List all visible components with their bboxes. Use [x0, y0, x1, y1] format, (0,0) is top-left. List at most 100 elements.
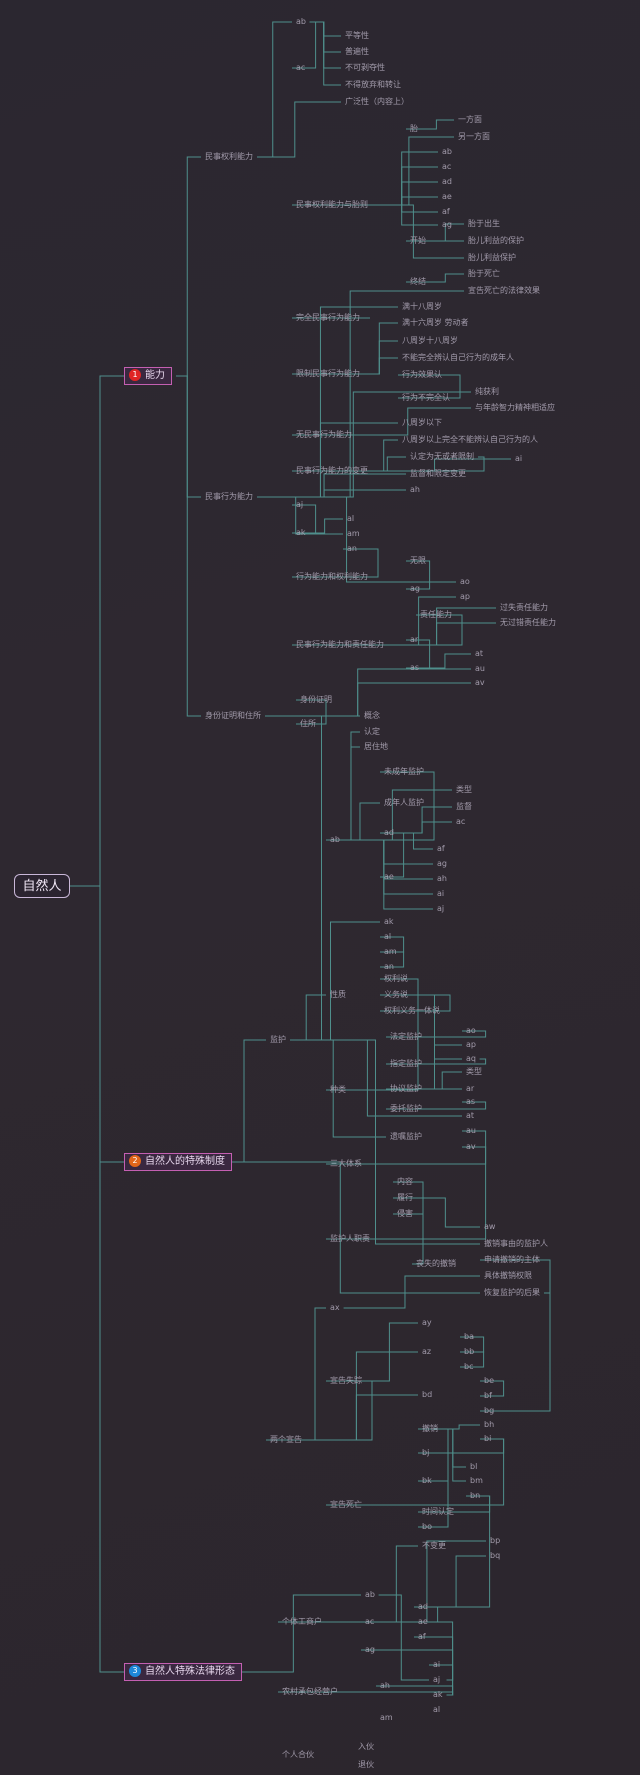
mind-map-node[interactable]: 满十八周岁: [402, 302, 442, 311]
mind-map-node[interactable]: ab: [365, 1590, 375, 1599]
mind-map-node[interactable]: 身份证明和住所: [205, 711, 261, 720]
mind-map-node[interactable]: bl: [470, 1462, 478, 1471]
mind-map-node[interactable]: ag: [410, 584, 420, 593]
mind-map-node[interactable]: ae: [384, 872, 394, 881]
mind-map-node[interactable]: 性质: [330, 990, 346, 999]
mind-map-node[interactable]: 不能完全辨认自己行为的成年人: [402, 353, 514, 362]
mind-map-node[interactable]: bd: [422, 1390, 433, 1399]
mind-map-node[interactable]: 八周岁以上完全不能辨认自己行为的人: [402, 435, 538, 444]
mind-map-node[interactable]: ax: [330, 1303, 340, 1312]
mind-map-node[interactable]: 无民事行为能力: [296, 430, 352, 439]
mind-map-node[interactable]: 胎儿利益的保护: [468, 236, 524, 245]
mind-map-node[interactable]: ad: [418, 1602, 428, 1611]
mind-map-node[interactable]: bg: [484, 1406, 495, 1415]
mind-map-node[interactable]: 内容: [397, 1177, 413, 1186]
root-node[interactable]: 自然人: [14, 874, 70, 898]
mind-map-node[interactable]: 不得放弃和转让: [345, 80, 401, 89]
mind-map-node[interactable]: bf: [484, 1391, 492, 1400]
mind-map-node[interactable]: at: [475, 649, 484, 658]
mind-map-node[interactable]: 宣告死亡: [330, 1500, 362, 1509]
mind-map-node[interactable]: 权利义务一体说: [384, 1006, 440, 1015]
mind-map-node[interactable]: 认定: [364, 727, 380, 736]
mind-map-node[interactable]: ao: [466, 1026, 476, 1035]
mind-map-node[interactable]: 具体撤销权限: [484, 1271, 532, 1280]
mind-map-node[interactable]: ac: [296, 63, 306, 72]
mind-map-node[interactable]: 宣告死亡的法律效果: [468, 286, 540, 295]
mind-map-node[interactable]: 撤销事由的监护人: [484, 1239, 548, 1248]
mind-map-node[interactable]: bi: [484, 1434, 492, 1443]
mind-map-node[interactable]: 身份证明: [300, 695, 332, 704]
mind-map-node[interactable]: ao: [460, 577, 470, 586]
mind-map-node[interactable]: bj: [422, 1448, 430, 1457]
mind-map-node[interactable]: 无过错责任能力: [500, 618, 556, 627]
mind-map-node[interactable]: ah: [380, 1681, 390, 1690]
mind-map-node[interactable]: as: [410, 663, 420, 672]
mind-map-node[interactable]: ad: [442, 177, 452, 186]
mind-map-node[interactable]: am: [380, 1713, 393, 1722]
mind-map-node[interactable]: 八周岁十八周岁: [402, 336, 458, 345]
mind-map-node[interactable]: bo: [422, 1522, 432, 1531]
mind-map-node[interactable]: ay: [422, 1318, 432, 1327]
mind-map-node[interactable]: ai: [437, 889, 445, 898]
mind-map-node[interactable]: bb: [464, 1347, 475, 1356]
mind-map-node[interactable]: 不变更: [422, 1541, 446, 1550]
mind-map-node[interactable]: az: [422, 1347, 432, 1356]
mind-map-node[interactable]: 入伙: [358, 1742, 374, 1751]
mind-map-node[interactable]: ap: [466, 1040, 476, 1049]
mind-map-node[interactable]: 胎于出生: [468, 219, 500, 228]
mind-map-node[interactable]: 普遍性: [345, 47, 369, 56]
mind-map-node[interactable]: 种类: [330, 1085, 346, 1094]
mind-map-node[interactable]: 民事行为能力和责任能力: [296, 640, 384, 649]
mind-map-node[interactable]: ac: [456, 817, 466, 826]
mind-map-node[interactable]: 胎于死亡: [468, 269, 500, 278]
mind-map-node[interactable]: am: [347, 529, 360, 538]
mind-map-node[interactable]: 开始: [410, 236, 426, 245]
mind-map-node[interactable]: 两个宣告: [270, 1435, 302, 1444]
mind-map-node[interactable]: 一方面: [458, 115, 482, 124]
mind-map-node[interactable]: 责任能力: [420, 610, 452, 619]
mind-map-node[interactable]: ad: [384, 828, 394, 837]
mind-map-node[interactable]: af: [442, 207, 450, 216]
mind-map-node[interactable]: al: [347, 514, 355, 523]
mind-map-node[interactable]: 指定监护: [390, 1059, 422, 1068]
mind-map-node[interactable]: 无限: [410, 556, 426, 565]
mind-map-node[interactable]: 类型: [456, 785, 472, 794]
mind-map-node[interactable]: ak: [433, 1690, 443, 1699]
mind-map-node[interactable]: 义务说: [384, 990, 408, 999]
mind-map-node[interactable]: 监督: [456, 802, 472, 811]
mind-map-node[interactable]: ah: [410, 485, 420, 494]
mind-map-node[interactable]: ac: [365, 1617, 375, 1626]
mind-map-node[interactable]: 委托监护: [390, 1104, 422, 1113]
mind-map-node[interactable]: aw: [484, 1222, 496, 1231]
mind-map-node[interactable]: an: [384, 962, 394, 971]
mind-map-node[interactable]: at: [466, 1111, 475, 1120]
mind-map-node[interactable]: ak: [384, 917, 394, 926]
mind-map-node[interactable]: bp: [490, 1536, 501, 1545]
mind-map-node[interactable]: am: [384, 947, 397, 956]
mind-map-node[interactable]: av: [466, 1142, 476, 1151]
mind-map-node[interactable]: 成年人监护: [384, 798, 424, 807]
mind-map-node[interactable]: bq: [490, 1551, 501, 1560]
mind-map-node[interactable]: 纯获利: [475, 387, 499, 396]
mind-map-node[interactable]: 权利说: [384, 974, 408, 983]
mind-map-node[interactable]: 认定为无或者限制: [410, 452, 474, 461]
mind-map-node[interactable]: 民事权利能力与胎则: [296, 200, 368, 209]
mind-map-node[interactable]: 农村承包经营户: [282, 1687, 338, 1696]
mind-map-node[interactable]: ak: [296, 528, 306, 537]
mind-map-node[interactable]: bk: [422, 1476, 432, 1485]
mind-map-node[interactable]: 行为效果认: [402, 370, 442, 379]
mind-map-node[interactable]: 时间认定: [422, 1507, 454, 1516]
mind-map-node[interactable]: 申请撤销的主体: [484, 1255, 540, 1264]
mind-map-node[interactable]: 广泛性（内容上）: [345, 97, 409, 106]
mind-map-node[interactable]: 恢复监护的后果: [484, 1288, 540, 1297]
mind-map-node[interactable]: 法定监护: [390, 1032, 422, 1041]
mind-map-node[interactable]: 终结: [410, 277, 426, 286]
mind-map-node[interactable]: 另一方面: [458, 132, 490, 141]
mind-map-node[interactable]: 概念: [364, 711, 380, 720]
mind-map-node[interactable]: bm: [470, 1476, 483, 1485]
mind-map-node[interactable]: aj: [437, 904, 445, 913]
mind-map-node[interactable]: 个体工商户: [282, 1617, 322, 1626]
mind-map-node[interactable]: ai: [515, 454, 523, 463]
